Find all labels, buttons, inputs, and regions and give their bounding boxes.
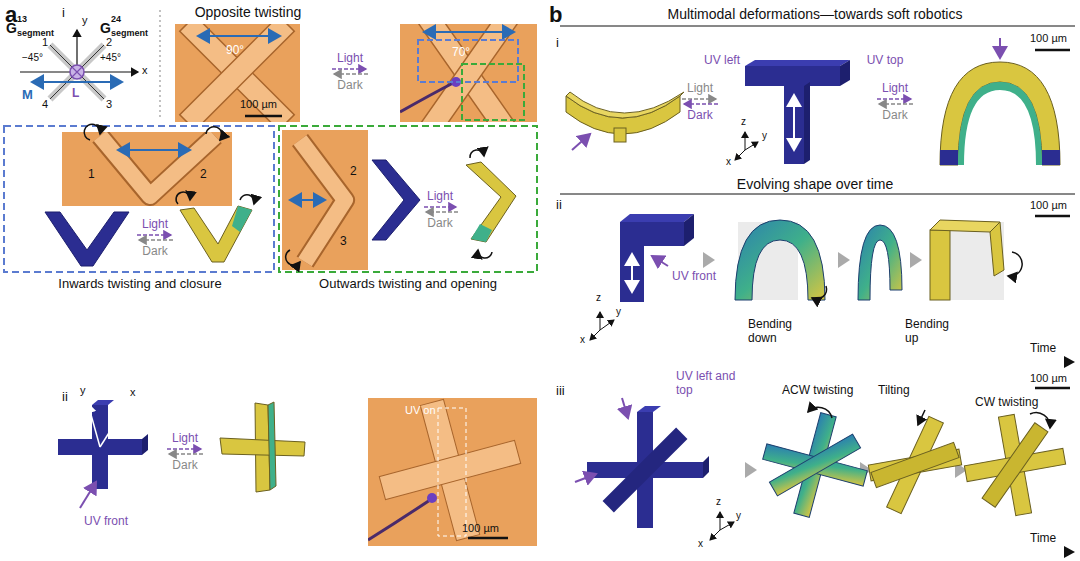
figure-label: UV top xyxy=(867,54,904,68)
figure-label: Tilting xyxy=(878,384,910,398)
figure-label: y xyxy=(82,14,88,27)
figure-label: L xyxy=(72,87,79,101)
figure-label: 3 xyxy=(340,235,347,249)
figure-label: UV left xyxy=(704,54,740,68)
figure-label: x xyxy=(698,538,703,550)
figure-label: +45° xyxy=(100,52,121,64)
figure-label: 70° xyxy=(452,46,470,60)
figure-label: Dark xyxy=(337,79,362,93)
figure-label: Multimodal deformations—towards soft rob… xyxy=(668,6,963,22)
figure-label: iii xyxy=(556,384,565,399)
figure-label: Dark xyxy=(172,459,197,473)
figure-label: G xyxy=(6,20,17,36)
figure-label: x xyxy=(142,64,148,77)
figure-label: y xyxy=(616,306,621,318)
figure-label: M xyxy=(22,88,33,103)
figure-label: Light xyxy=(882,82,908,96)
figure-label: 3 xyxy=(106,98,112,111)
figure-label: UV front xyxy=(672,270,716,284)
figure-label: segment xyxy=(17,28,54,38)
figure-label: x xyxy=(130,386,136,399)
figure-label: ii xyxy=(62,390,68,405)
figure-label: 4 xyxy=(42,98,48,111)
figure-label: Dark xyxy=(427,217,452,231)
figure-label: 24 xyxy=(111,14,121,24)
figure-label: −45° xyxy=(22,52,43,64)
figure-label: Outwards twisting and opening xyxy=(319,277,497,292)
figure-label: Dark xyxy=(882,109,907,123)
figure-label: 100 µm xyxy=(1030,199,1067,212)
figure-label: Light xyxy=(142,218,168,232)
figure-label: 90° xyxy=(226,44,244,58)
figure-label: y xyxy=(762,130,767,142)
figure-label: 1 xyxy=(88,168,95,182)
figure-label: G xyxy=(100,20,111,36)
figure-label: UV left and top xyxy=(676,370,736,398)
figure-label: x xyxy=(580,334,585,346)
figure-label: 100 µm xyxy=(1030,372,1067,385)
figure-label: UV on xyxy=(405,404,436,417)
figure-label: b xyxy=(549,2,562,27)
figure-label: z xyxy=(596,292,601,304)
figure-label: Evolving shape over time xyxy=(737,176,893,192)
figure-label: UV front xyxy=(84,515,128,529)
figure-label: Time xyxy=(1030,532,1056,546)
figure-label: Dark xyxy=(142,245,167,259)
figure-label: 100 µm xyxy=(240,98,277,111)
figure-label: Time xyxy=(1030,342,1056,356)
figure-label: segment xyxy=(111,28,148,38)
figure-label: z xyxy=(716,496,721,508)
figure-label: ii xyxy=(556,198,562,213)
figure-label: Bending down xyxy=(748,318,808,346)
figure-label: 2 xyxy=(200,168,207,182)
figure-label: y xyxy=(736,510,741,522)
figure-label: 100 µm xyxy=(462,522,499,535)
figure-label: 1 xyxy=(42,36,48,49)
figure-label: y xyxy=(80,384,86,397)
figure-label: CW twisting xyxy=(975,396,1038,410)
figure-label: Dark xyxy=(687,109,712,123)
figure-label: z xyxy=(741,116,746,128)
figure-label: Light xyxy=(337,52,363,66)
figure-label: 100 µm xyxy=(1030,32,1067,45)
figure-label: x xyxy=(726,156,731,168)
figure-label: 2 xyxy=(106,36,112,49)
figure-label: i xyxy=(556,36,559,51)
figure-label: Light xyxy=(687,82,713,96)
figure-label: Inwards twisting and closure xyxy=(58,277,221,292)
figure-label: Light xyxy=(172,432,198,446)
figure-label: i xyxy=(62,6,65,21)
figure-label: Opposite twisting xyxy=(195,4,302,20)
figure-label: ACW twisting xyxy=(782,384,853,398)
figure-label: 2 xyxy=(350,165,357,179)
figure-label: Bending up xyxy=(905,318,965,346)
figure-label: Light xyxy=(427,190,453,204)
figure-label: 13 xyxy=(17,14,27,24)
